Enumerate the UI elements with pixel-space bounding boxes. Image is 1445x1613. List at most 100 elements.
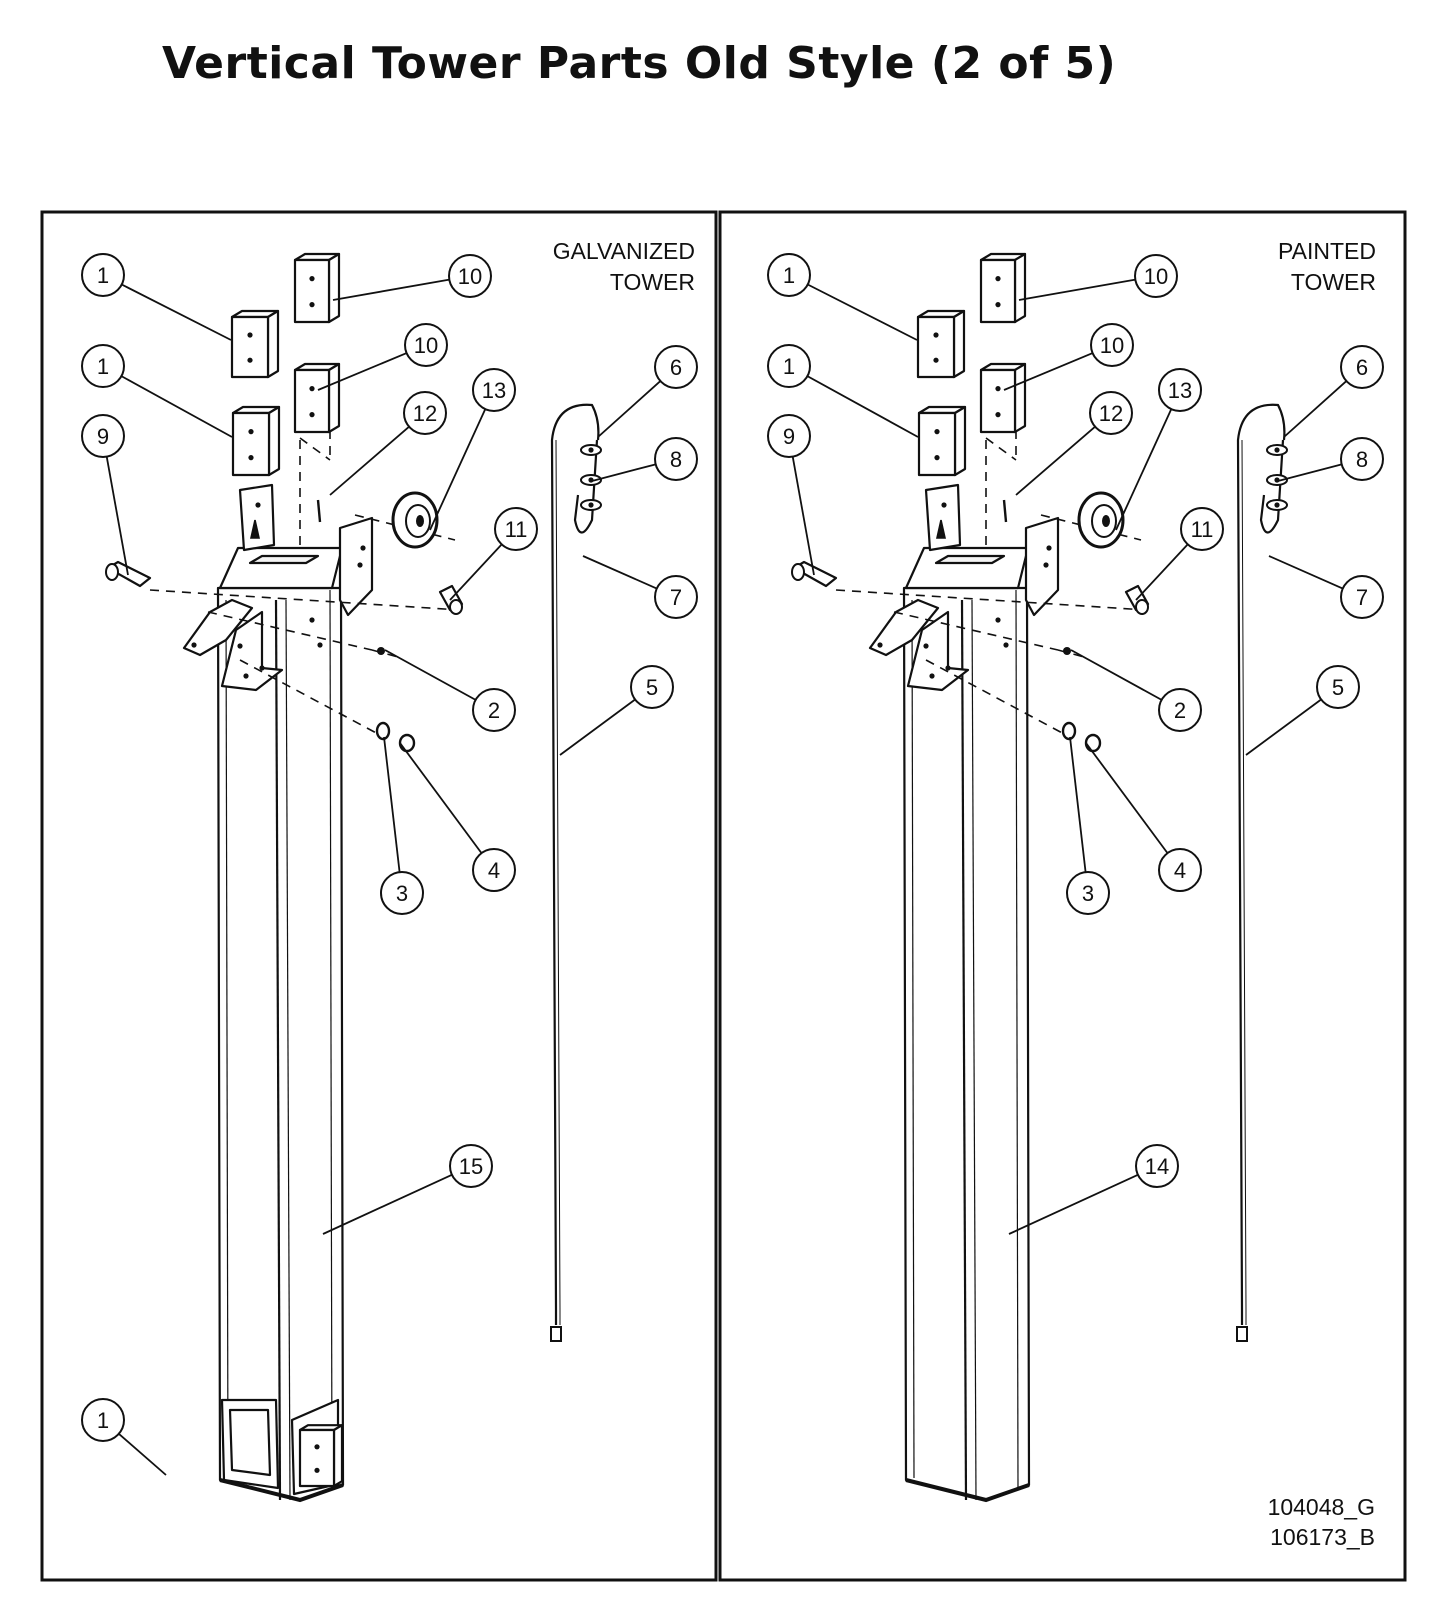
hole — [309, 386, 315, 392]
tower-corner-edge — [285, 599, 291, 1501]
callout-13: 13 — [429, 368, 516, 531]
callout-number: 1 — [783, 263, 795, 288]
callout-number: 3 — [396, 881, 408, 906]
hole — [191, 642, 197, 648]
wear-pad — [979, 362, 1027, 434]
wear-pad — [231, 405, 281, 477]
hole — [259, 665, 265, 671]
callout-10: 10 — [332, 254, 492, 301]
sheave-wheel — [1077, 491, 1125, 549]
callout-number: 10 — [1144, 264, 1168, 289]
tower-body — [902, 586, 1031, 1502]
callout-leader — [332, 278, 450, 301]
callout-leader — [807, 283, 918, 341]
tower-base-edge — [905, 1478, 1030, 1503]
callout-leader — [118, 1433, 167, 1476]
dashed-guide — [299, 437, 331, 461]
hinge-bolt — [105, 560, 152, 588]
callout-13: 13 — [1115, 368, 1202, 531]
dashed-guide — [207, 611, 373, 651]
callout-leader — [1069, 736, 1087, 873]
pad-side — [952, 309, 966, 379]
pad-face — [231, 411, 271, 477]
callout-number: 12 — [413, 401, 437, 426]
hole — [309, 617, 315, 623]
callout-leader — [322, 1173, 453, 1235]
cable-loop — [573, 439, 599, 534]
wear-pad — [917, 405, 967, 477]
callout-number: 1 — [97, 263, 109, 288]
callout-number: 10 — [414, 333, 438, 358]
callout-leader — [1070, 649, 1163, 701]
callout-circle — [1089, 391, 1133, 435]
pad-side — [267, 405, 281, 477]
callout-circle — [449, 1144, 493, 1188]
callout-3: 3 — [1066, 736, 1110, 915]
side-gusset — [338, 516, 374, 617]
callout-circle — [1134, 254, 1178, 298]
callout-number: 15 — [459, 1154, 483, 1179]
clamp-nut — [1274, 502, 1280, 508]
pad-face — [230, 315, 270, 379]
callout-number: 9 — [97, 424, 109, 449]
callout-circle — [654, 437, 698, 481]
clamp-nut — [588, 447, 594, 453]
callout-circle — [630, 665, 674, 709]
bracket-lock — [936, 519, 946, 539]
callout-leader — [806, 375, 919, 438]
callout-15: 15 — [322, 1144, 493, 1235]
callout-circle — [1340, 437, 1384, 481]
tower-corner-edge — [960, 599, 968, 1501]
cotter-pin — [316, 499, 322, 523]
pad-side — [266, 309, 280, 379]
clamp-nut — [1274, 447, 1280, 453]
cable-line — [550, 403, 600, 1325]
callout-11: 11 — [1135, 507, 1224, 601]
pad-side — [327, 362, 341, 434]
callout-circle — [1158, 848, 1202, 892]
cable-end-stop — [1236, 1326, 1248, 1342]
clamp-nut — [588, 502, 594, 508]
pad-face — [917, 411, 957, 477]
callout-5: 5 — [1245, 665, 1360, 756]
top-plate — [218, 546, 344, 590]
hole — [995, 276, 1001, 282]
callout-circle — [81, 1398, 125, 1442]
wear-pad — [293, 252, 341, 324]
callout-7: 7 — [1268, 555, 1384, 619]
pad-face — [916, 315, 956, 379]
callout-leader — [1008, 1173, 1139, 1235]
callout-leader — [1015, 426, 1096, 496]
callout-3: 3 — [380, 736, 424, 915]
hole — [309, 412, 315, 418]
cable-line — [1236, 403, 1286, 1325]
tower-body — [216, 586, 345, 1502]
callout-circle — [1316, 665, 1360, 709]
washer — [375, 721, 391, 741]
callout-leader — [597, 380, 661, 438]
callout-leader — [384, 649, 477, 701]
callout-9: 9 — [81, 414, 129, 576]
cable-line — [1241, 439, 1247, 1325]
callout-number: 7 — [670, 585, 682, 610]
callout-circle — [472, 368, 516, 412]
hole — [923, 643, 929, 649]
hole — [1043, 562, 1049, 568]
callout-leader — [399, 742, 483, 854]
wear-pad — [298, 1424, 344, 1488]
dashed-guide — [371, 649, 399, 658]
tower-base-edge — [219, 1478, 344, 1503]
callout-number: 14 — [1145, 1154, 1169, 1179]
callout-leader — [591, 463, 656, 482]
top-plate — [904, 546, 1030, 590]
tower-edge — [911, 599, 915, 1479]
tower-edge — [225, 599, 229, 1479]
panel-label-line1: PAINTED — [1278, 238, 1376, 264]
cable-line — [555, 439, 561, 1325]
callout-11: 11 — [449, 507, 538, 601]
callout-number: 2 — [1174, 698, 1186, 723]
hole — [877, 642, 883, 648]
callout-circle — [403, 391, 447, 435]
